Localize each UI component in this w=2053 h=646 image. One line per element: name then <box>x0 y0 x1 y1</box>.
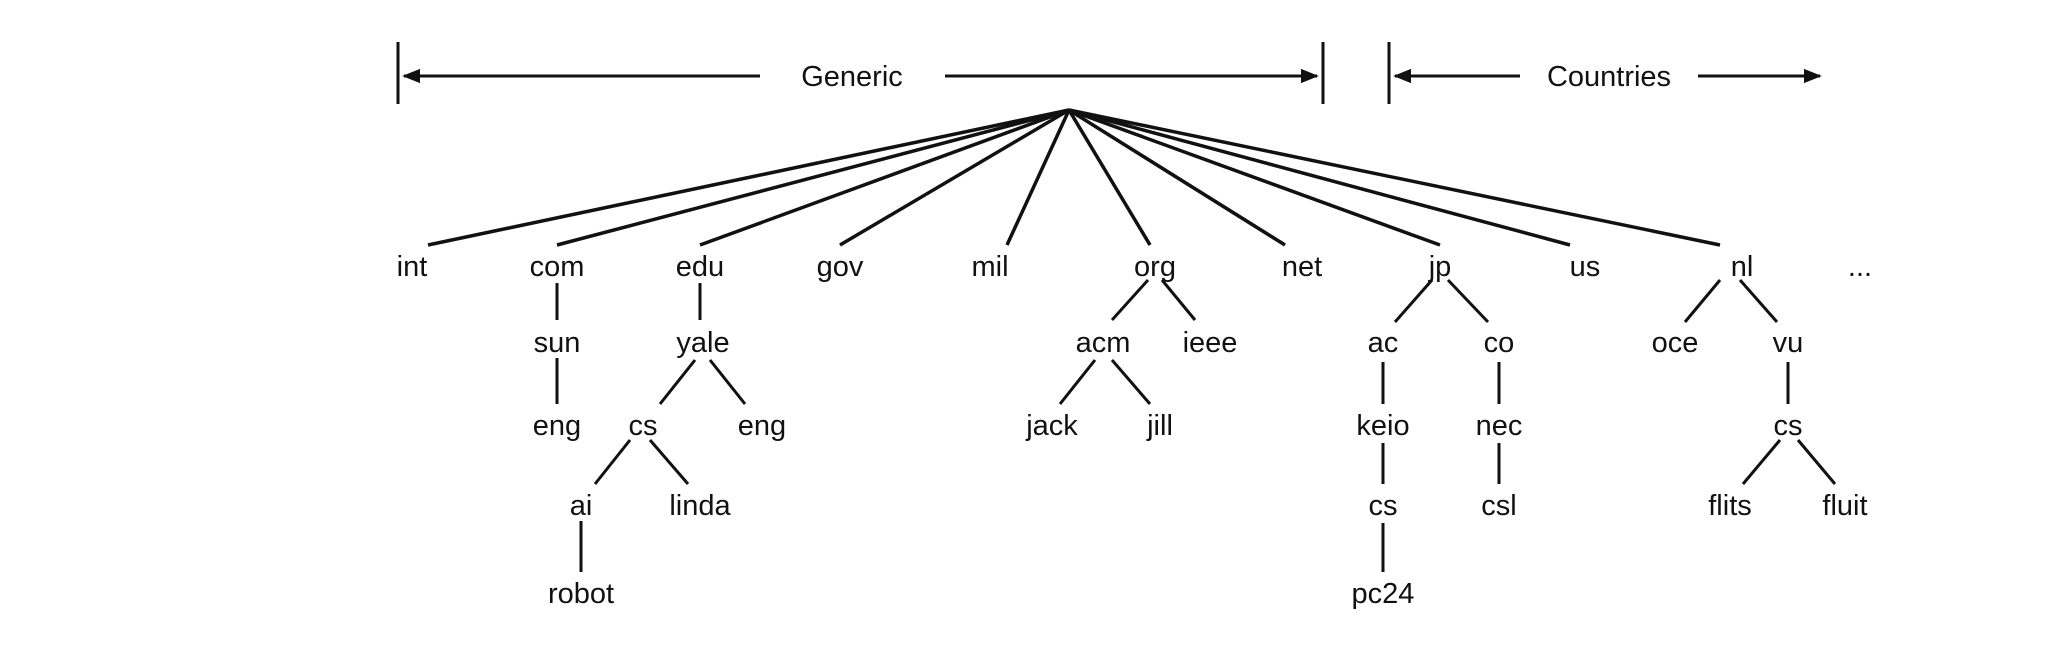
node-yale: yale <box>676 327 729 359</box>
node-flits: flits <box>1708 490 1752 522</box>
edge-cs-linda <box>648 439 690 485</box>
node-yale-cs: cs <box>629 410 658 442</box>
edge-cs-fluit <box>1796 439 1837 485</box>
node-labels: int com sun eng edu yale cs eng ai linda… <box>397 251 1872 610</box>
edge-cs-flits <box>1741 439 1782 485</box>
node-com: com <box>530 251 585 283</box>
node-mil: mil <box>971 251 1008 283</box>
generic-label: Generic <box>801 61 903 93</box>
node-us: us <box>1570 251 1601 283</box>
node-jill: jill <box>1146 410 1173 442</box>
node-ieee: ieee <box>1183 327 1238 359</box>
node-com-sun-eng: eng <box>533 410 581 442</box>
node-oce: oce <box>1652 327 1699 359</box>
edge-org-acm <box>1110 278 1150 322</box>
node-int: int <box>397 251 428 283</box>
edge-acm-jack <box>1058 359 1097 405</box>
countries-bracket: Countries <box>1387 42 1822 104</box>
node-vu-cs: cs <box>1774 410 1803 442</box>
edge-root-com <box>556 108 1070 247</box>
edge-yale-cs <box>658 359 697 405</box>
node-acm: acm <box>1076 327 1131 359</box>
edge-org-ieee <box>1160 279 1197 321</box>
node-keio: keio <box>1356 410 1409 442</box>
edge-nl-oce <box>1683 279 1722 323</box>
node-vu: vu <box>1773 327 1804 359</box>
root-edges <box>427 108 1721 247</box>
node-sun: sun <box>534 327 581 359</box>
edge-root-net <box>1068 108 1286 247</box>
node-jack: jack <box>1025 410 1078 442</box>
node-jp: jp <box>1428 251 1452 283</box>
node-co: co <box>1484 327 1515 359</box>
node-csl: csl <box>1481 490 1516 522</box>
ellipsis-more-domains: ... <box>1848 251 1872 283</box>
node-nec: nec <box>1476 410 1523 442</box>
edge-root-int <box>427 108 1070 247</box>
edge-root-mil <box>1005 109 1071 246</box>
node-pc24: pc24 <box>1352 578 1415 610</box>
generic-bracket: Generic <box>396 42 1325 104</box>
edge-root-edu <box>699 108 1070 247</box>
edge-cs-ai <box>593 439 632 485</box>
node-nl: nl <box>1731 251 1754 283</box>
node-keio-cs: cs <box>1369 490 1398 522</box>
subtree-edges <box>555 278 1837 572</box>
node-ai: ai <box>570 490 593 522</box>
node-org: org <box>1134 251 1176 283</box>
edge-acm-jill <box>1110 359 1152 405</box>
edge-yale-eng <box>708 359 747 405</box>
edge-root-us <box>1068 108 1571 247</box>
node-ac: ac <box>1368 327 1399 359</box>
node-linda: linda <box>669 490 731 522</box>
edge-jp-co <box>1446 278 1490 324</box>
edge-root-jp <box>1068 108 1441 247</box>
node-robot: robot <box>548 578 614 610</box>
node-net: net <box>1282 251 1322 283</box>
node-edu: edu <box>676 251 724 283</box>
node-gov: gov <box>817 251 864 283</box>
countries-label: Countries <box>1547 61 1671 93</box>
edge-root-gov <box>839 108 1070 247</box>
node-yale-eng: eng <box>738 410 786 442</box>
edge-root-org <box>1067 109 1152 246</box>
node-fluit: fluit <box>1822 490 1867 522</box>
edge-nl-vu <box>1738 279 1779 323</box>
edge-jp-ac <box>1393 279 1434 323</box>
edge-root-nl <box>1068 108 1721 247</box>
